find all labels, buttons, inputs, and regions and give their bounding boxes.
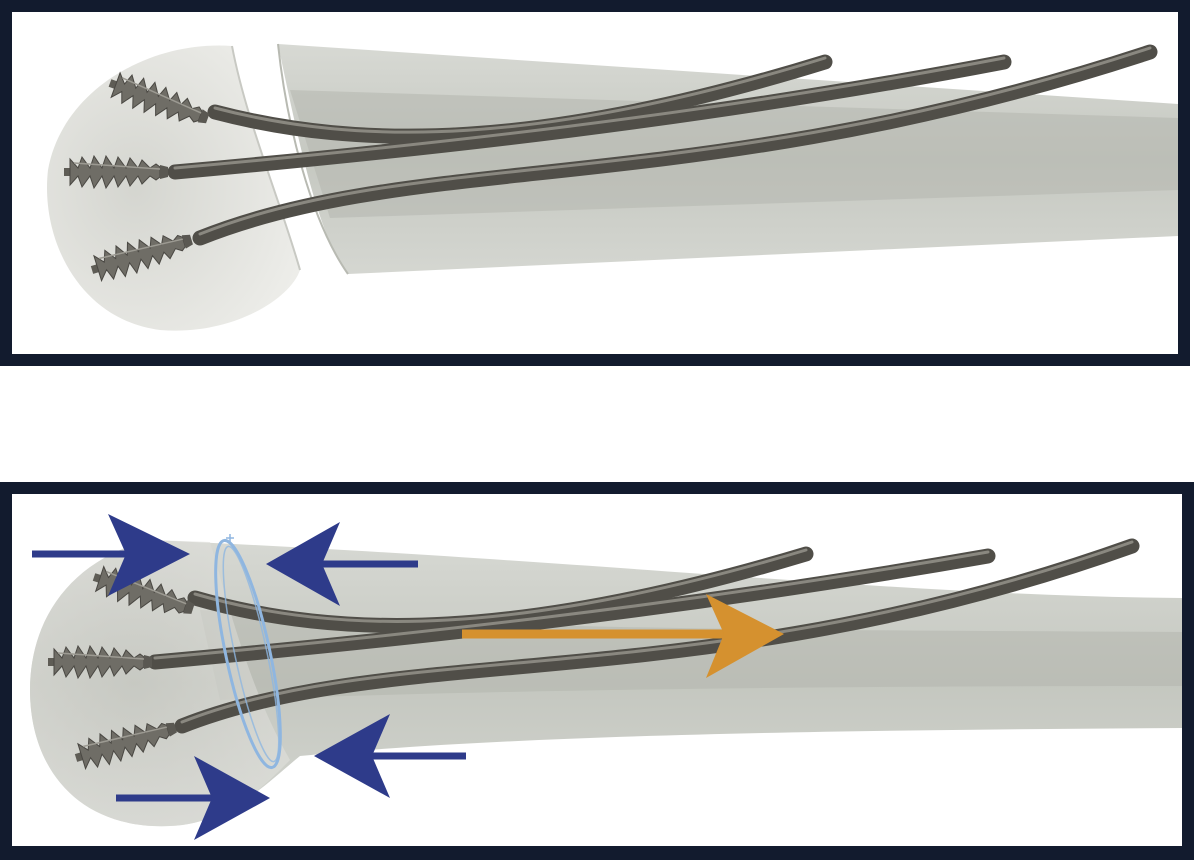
compression-arrow-icon (314, 714, 466, 798)
diagram-panel-top (0, 0, 1190, 366)
rod-group (147, 538, 1140, 734)
compression-arrow-icon (116, 756, 270, 840)
traction-arrow-icon (462, 594, 784, 678)
top-illustration (46, 43, 1178, 331)
rod-group (167, 44, 1158, 246)
diagram-panel-bottom (0, 482, 1194, 860)
bone-head (46, 45, 300, 331)
compression-arrow-icon (32, 514, 190, 596)
compression-arrow-icon (266, 522, 418, 606)
fracture-plane-ring (214, 534, 282, 770)
bottom-illustration (30, 514, 1182, 840)
